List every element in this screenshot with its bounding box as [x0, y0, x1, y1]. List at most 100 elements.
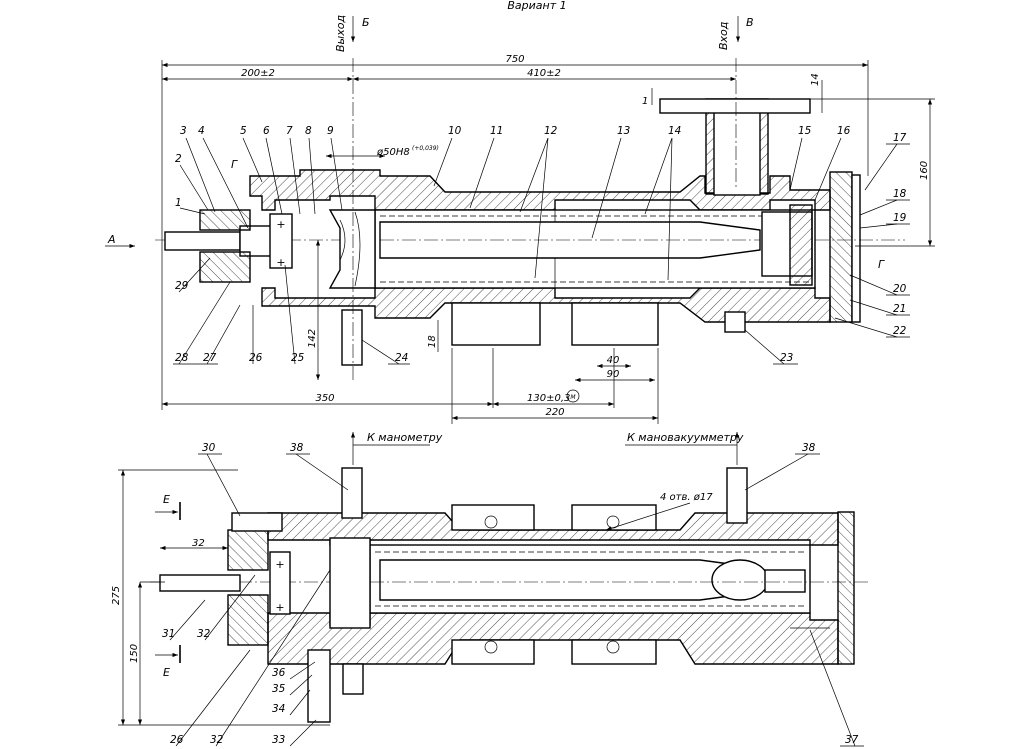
inlet-flange	[659, 98, 811, 114]
outlet-label: Выход	[334, 15, 347, 52]
dim-160: 160	[919, 161, 930, 180]
svg-text:2: 2	[175, 153, 182, 165]
svg-text:29: 29	[175, 280, 189, 292]
svg-text:20: 20	[893, 283, 907, 295]
svg-text:6: 6	[263, 125, 270, 137]
section-e-bottom: Е	[163, 666, 170, 679]
svg-text:8: 8	[305, 125, 312, 137]
svg-text:9: 9	[327, 125, 334, 137]
svg-text:24: 24	[395, 352, 408, 364]
svg-text:19: 19	[893, 212, 907, 224]
svg-text:26: 26	[170, 734, 184, 746]
dim-18: 18	[427, 335, 438, 348]
svg-text:+: +	[275, 558, 284, 571]
end-cover	[829, 171, 853, 323]
svg-text:В: В	[746, 16, 754, 29]
dim-200: 200±2	[241, 68, 275, 79]
top-section-view: + +	[155, 58, 905, 380]
bottom-fitting	[307, 649, 331, 723]
view-g-top: Г	[231, 158, 238, 171]
svg-text:32: 32	[210, 734, 224, 746]
coupling	[328, 209, 376, 289]
svg-text:28: 28	[175, 352, 189, 364]
svg-text:36: 36	[272, 667, 286, 679]
dim-fit-tol: (+0,039)	[412, 145, 439, 152]
view-g-right: Г	[878, 258, 885, 271]
svg-text:33: 33	[272, 734, 285, 746]
svg-text:25: 25	[291, 352, 305, 364]
plan-rotor	[379, 559, 761, 601]
inlet-label: Вход	[717, 22, 730, 50]
svg-text:4: 4	[198, 125, 205, 137]
svg-text:+: +	[275, 601, 284, 614]
bottom-section-view: + +	[150, 467, 870, 723]
svg-text:37: 37	[845, 734, 859, 746]
dim-410: 410±2	[527, 68, 561, 79]
dim-14: 14	[810, 73, 821, 86]
svg-text:22: 22	[893, 325, 907, 337]
svg-text:+: +	[276, 218, 285, 231]
dim-350: 350	[315, 393, 334, 404]
dim-1: 1	[642, 96, 648, 107]
to-manometer-label: К манометру	[367, 431, 443, 444]
variant-title: Вариант 1	[507, 0, 566, 12]
dim-130: 130±0,3	[527, 393, 570, 404]
svg-text:34: 34	[272, 703, 285, 715]
section-e-top: Е	[163, 493, 170, 506]
dim-32: 32	[192, 538, 205, 549]
bearing-housing-top	[199, 209, 251, 231]
bearing	[269, 213, 293, 269]
plug-23	[724, 311, 746, 333]
to-vacuum-gauge-label: К мановакуумметру	[627, 431, 744, 444]
svg-text:32: 32	[197, 628, 211, 640]
dim-750: 750	[505, 54, 524, 65]
svg-text:23: 23	[780, 352, 793, 364]
dim-90: 90	[607, 369, 620, 380]
holes-note: 4 отв. ø17	[660, 492, 713, 503]
svg-text:11: 11	[490, 125, 503, 137]
svg-text:10: 10	[448, 125, 462, 137]
svg-text:15: 15	[798, 125, 812, 137]
dim-150: 150	[129, 644, 140, 663]
svg-text:M: M	[570, 394, 576, 401]
inlet-bore	[713, 99, 761, 196]
cover-plate	[851, 174, 861, 323]
svg-text:18: 18	[893, 188, 907, 200]
bearing-housing-bottom	[199, 251, 251, 283]
bottom-dimensions: 275 150 32 4 отв. ø17	[111, 469, 713, 726]
svg-text:1: 1	[175, 197, 182, 209]
support-foot-left	[451, 302, 541, 346]
view-a-label: А	[107, 233, 116, 246]
svg-text:3: 3	[180, 125, 187, 137]
drain-fitting	[341, 309, 363, 366]
svg-text:35: 35	[272, 683, 286, 695]
bottom-callouts: 30 38 38 31 32 26 32 33 34 35 36 37	[162, 442, 864, 747]
svg-text:+: +	[276, 256, 285, 269]
dim-275: 275	[111, 586, 122, 605]
svg-text:14: 14	[668, 125, 681, 137]
svg-text:17: 17	[893, 132, 907, 144]
svg-text:5: 5	[240, 125, 247, 137]
svg-text:38: 38	[802, 442, 816, 454]
svg-text:12: 12	[544, 125, 558, 137]
plan-end-cover	[837, 511, 855, 665]
svg-text:13: 13	[617, 125, 630, 137]
dim-142: 142	[307, 329, 318, 348]
dim-40: 40	[607, 355, 620, 366]
support-foot-right	[571, 302, 659, 346]
manometer-fitting	[341, 467, 363, 519]
svg-text:21: 21	[893, 303, 906, 315]
svg-text:7: 7	[286, 125, 293, 137]
drive-shaft	[164, 231, 241, 251]
top-dimensions: 750 200±2 410±2 160 14 1 ø50H8 (+0,039) …	[161, 54, 935, 424]
vacuum-gauge-fitting	[726, 467, 748, 524]
svg-text:38: 38	[290, 442, 304, 454]
dim-fit: ø50H8	[376, 147, 410, 158]
svg-text:26: 26	[249, 352, 263, 364]
plan-drive-shaft	[159, 574, 241, 592]
housing-bottom-wall	[261, 287, 831, 323]
svg-text:30: 30	[202, 442, 216, 454]
svg-text:Б: Б	[362, 16, 370, 29]
top-callouts: 3 4 5 6 7 8 9 2 1 10 11 12 13 14 15 16 1…	[173, 125, 910, 365]
